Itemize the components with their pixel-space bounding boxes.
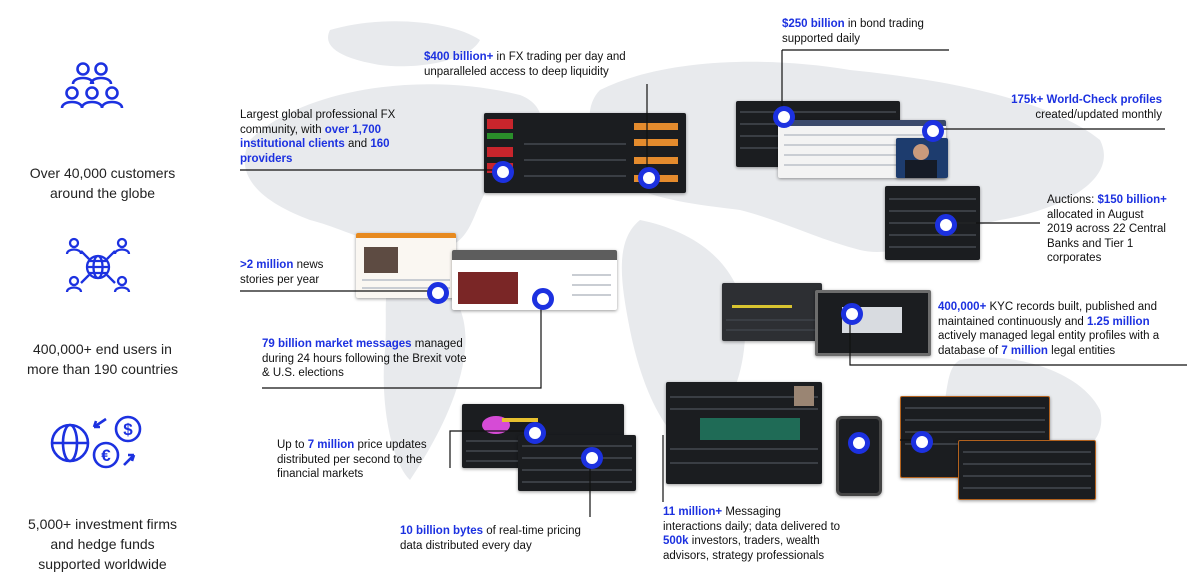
stat-customers-line1: Over 40,000 customers (29, 165, 176, 181)
network-globe-users-icon (65, 237, 131, 293)
marker-price-updates (524, 422, 546, 444)
marker-worldcheck (922, 120, 944, 142)
stat-investment-firms-line2: and hedge funds (50, 536, 155, 552)
dashboard-screenshot-front (958, 440, 1096, 500)
callout-fx-trading: $400 billion+ in FX trading per day and … (424, 51, 626, 78)
world-check-portrait-screenshot (896, 138, 948, 178)
callout-messaging: 11 million+ Messaging interactions daily… (663, 506, 841, 562)
messaging-screenshot (666, 382, 822, 484)
auctions-screenshot (885, 186, 980, 260)
marker-market-messages (532, 288, 554, 310)
stat-customers: Over 40,000 customers around the globe (0, 163, 205, 203)
stat-investment-firms: 5,000+ investment firms and hedge funds … (0, 514, 205, 574)
stat-end-users-line1: 400,000+ end users in (33, 341, 172, 357)
callout-realtime: 10 billion bytes of real-time pricing da… (400, 525, 581, 552)
callout-price-updates: Up to 7 million price updates distribute… (277, 439, 427, 480)
svg-text:€: € (101, 446, 111, 465)
currency-exchange-icon: $ € (50, 415, 142, 469)
stat-end-users: 400,000+ end users in more than 190 coun… (0, 339, 205, 379)
marker-messaging (848, 432, 870, 454)
marker-dashboard (911, 431, 933, 453)
marker-kyc (841, 303, 863, 325)
marker-news (427, 282, 449, 304)
marker-auctions (935, 214, 957, 236)
marker-realtime (581, 447, 603, 469)
callout-kyc: 400,000+ KYC records built, published an… (938, 301, 1160, 357)
svg-text:$: $ (123, 420, 133, 439)
callout-news: >2 million news stories per year (240, 259, 324, 286)
stat-investment-firms-line3: supported worldwide (38, 556, 167, 572)
callout-fx-community: Largest global professional FX community… (240, 109, 396, 165)
realtime-pricing-screenshot (518, 435, 636, 491)
callout-bond: $250 billion in bond trading supported d… (782, 18, 924, 45)
stat-customers-line2: around the globe (49, 185, 156, 201)
marker-fx-community (492, 161, 514, 183)
kyc-laptop-screenshot (722, 283, 822, 341)
kyc-tablet-screenshot (815, 290, 931, 356)
callout-market-messages: 79 billion market messages managed durin… (262, 338, 467, 379)
marker-bond (773, 106, 795, 128)
stat-end-users-line2: more than 190 countries (27, 361, 178, 377)
callout-worldcheck: 175k+ World-Check profiles created/updat… (1011, 94, 1162, 121)
callout-auctions: Auctions: $150 billion+ allocated in Aug… (1047, 194, 1167, 264)
stat-investment-firms-line1: 5,000+ investment firms (27, 516, 177, 532)
messaging-phone-screenshot (836, 416, 882, 496)
marker-fx-trading (638, 167, 660, 189)
people-group-icon (60, 62, 124, 109)
